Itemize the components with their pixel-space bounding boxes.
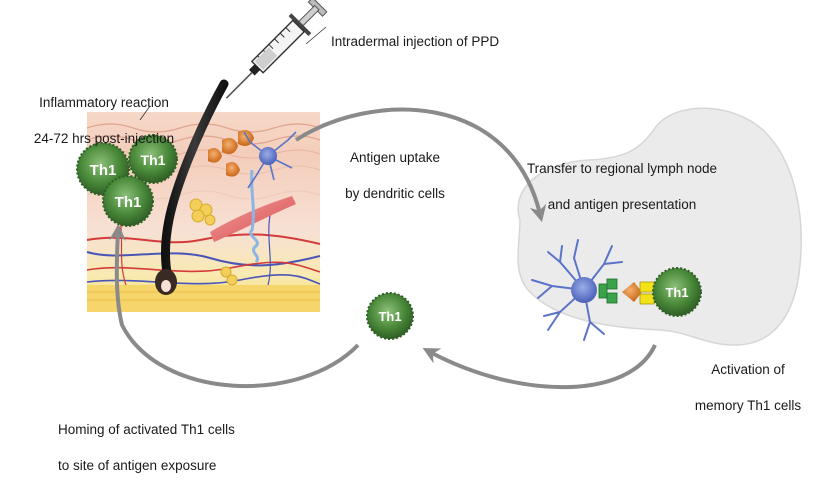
inflammatory-leader [139, 105, 151, 121]
label-transfer: Transfer to regional lymph node and anti… [498, 142, 746, 232]
label-injection-text: Intradermal injection of PPD [331, 34, 500, 49]
syringe [225, 0, 328, 99]
label-uptake-line1: Antigen uptake [349, 150, 441, 165]
th1-label: Th1 [115, 194, 142, 211]
label-activation-line1: Activation of [711, 362, 785, 377]
injection-leader [305, 26, 327, 45]
label-transfer-line1: Transfer to regional lymph node [526, 161, 718, 176]
th1-label: Th1 [90, 162, 117, 179]
label-inflammatory-line1: Inflammatory reaction [39, 95, 169, 110]
label-inflammatory: Inflammatory reaction 24-72 hrs post-inj… [14, 76, 194, 166]
th1-cell-circulating: Th1 [366, 292, 414, 340]
th1-label: Th1 [378, 309, 401, 324]
label-injection: Intradermal injection of PPD [331, 15, 499, 51]
th1-cell-lymph-node: Th1 [652, 267, 702, 317]
skin-dendritic-cell [243, 131, 297, 189]
label-homing-line2: to site of antigen exposure [58, 458, 217, 473]
arrow-to-skin [109, 223, 360, 389]
arrow-to-circulation [422, 344, 657, 390]
th1-label: Th1 [141, 152, 166, 168]
diagram-canvas: Th1 Th1 Th1 Th1 Th1 Intradermal injectio… [14, 0, 818, 473]
label-homing-line1: Homing of activated Th1 cells [58, 422, 235, 437]
label-homing: Homing of activated Th1 cells to site of… [58, 403, 298, 493]
label-inflammatory-line2: 24-72 hrs post-injection [33, 131, 175, 146]
label-activation: Activation of memory Th1 cells [678, 343, 818, 433]
diagram-graphics: Th1 Th1 Th1 Th1 Th1 [76, 0, 802, 390]
label-uptake-line2: by dendritic cells [345, 186, 445, 201]
label-uptake: Antigen uptake by dendritic cells [330, 131, 460, 221]
arrow-to-lymph-node [294, 107, 547, 223]
label-activation-line2: memory Th1 cells [694, 398, 802, 413]
skin-dendritic-cell-body [259, 147, 277, 165]
th1-label: Th1 [665, 285, 688, 300]
th1-cell-skin-c: Th1 [102, 175, 154, 227]
node-dendritic-cell-body [571, 277, 597, 303]
th1-cell-skin-b: Th1 [128, 134, 178, 184]
label-transfer-line2: and antigen presentation [547, 197, 697, 212]
